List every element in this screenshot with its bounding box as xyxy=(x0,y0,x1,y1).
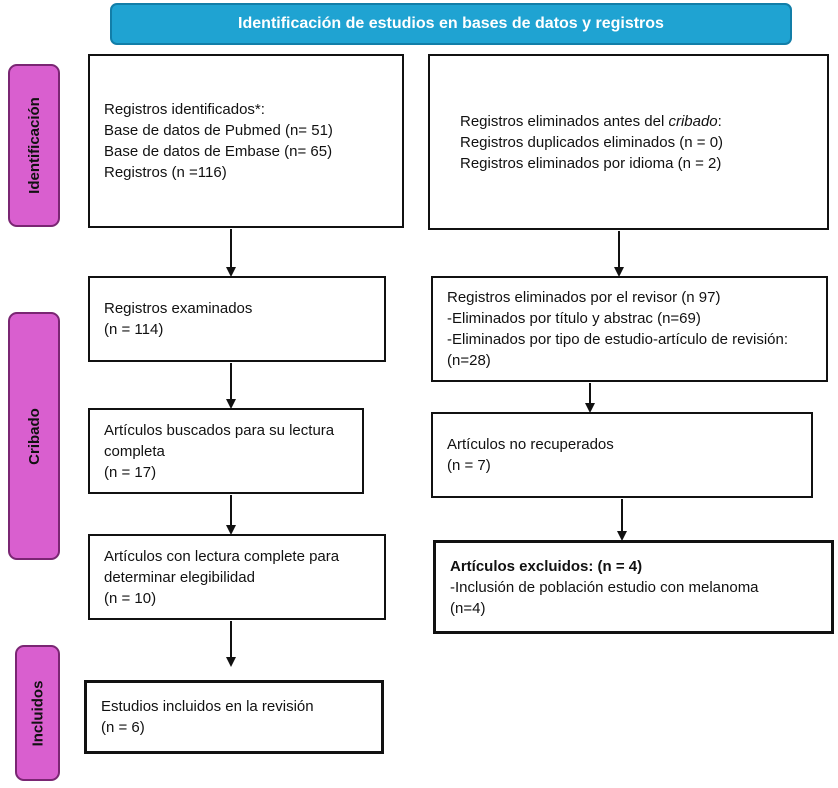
box-line: Registros eliminados antes del cribado: xyxy=(460,111,813,132)
box-articulos-lectura-completa: Artículos con lectura complete para dete… xyxy=(88,534,386,620)
box-line-italic: cribado xyxy=(668,112,718,130)
box-line: Registros (n =116) xyxy=(104,164,227,181)
box-registros-eliminados-revisor: Registros eliminados por el revisor (n 9… xyxy=(431,276,828,382)
box-title-count: : (n = 4) xyxy=(588,557,643,575)
box-line: -Eliminados por título y abstrac (n=69) xyxy=(447,310,701,327)
box-line: (n = 114) xyxy=(104,321,164,338)
box-line: (n = 6) xyxy=(101,719,145,736)
box-line: Registros identificados*: xyxy=(104,101,265,118)
phase-cribado: Cribado xyxy=(8,312,60,560)
box-articulos-buscados: Artículos buscados para su lectura compl… xyxy=(88,408,364,494)
box-line: (n = 7) xyxy=(447,457,491,474)
box-line: Base de datos de Embase (n= 65) xyxy=(104,143,333,160)
box-line-prefix: Registros eliminados antes del xyxy=(460,112,669,130)
box-registros-identificados: Registros identificados*: Base de datos … xyxy=(88,54,404,228)
box-estudios-incluidos: Estudios incluidos en la revisión (n = 6… xyxy=(84,680,384,754)
box-line: Artículos no recuperados xyxy=(447,436,614,453)
box-title-bold: Artículos excluidos xyxy=(450,557,589,575)
box-registros-eliminados-antes: Registros eliminados antes del cribado: … xyxy=(428,54,829,230)
box-registros-examinados: Registros examinados (n = 114) xyxy=(88,276,386,362)
box-line: (n = 10) xyxy=(104,589,157,607)
box-line: Registros eliminados por idioma (n = 2) xyxy=(460,154,722,172)
box-line: Artículos con lectura complete para dete… xyxy=(104,547,340,586)
box-line: Registros examinados xyxy=(104,300,253,317)
box-line: Registros eliminados por el revisor (n 9… xyxy=(447,289,721,306)
box-line-suffix: : xyxy=(717,112,722,130)
phase-incluidos: Incluidos xyxy=(15,645,60,781)
box-line: (n=4) xyxy=(450,599,486,617)
box-line: Base de datos de Pubmed (n= 51) xyxy=(104,122,333,139)
box-articulos-excluidos: Artículos excluidos: (n = 4) -Inclusión … xyxy=(433,540,834,634)
box-articulos-no-recuperados: Artículos no recuperados (n = 7) xyxy=(431,412,813,498)
box-line: Estudios incluidos en la revisión xyxy=(101,698,314,715)
diagram-title: Identificación de estudios en bases de d… xyxy=(110,3,792,45)
box-line: -Inclusión de población estudio con mela… xyxy=(450,578,759,596)
box-line: Artículos buscados para su lectura compl… xyxy=(104,421,335,460)
box-line: -Eliminados por tipo de estudio-artículo… xyxy=(447,331,789,369)
phase-identificacion: Identificación xyxy=(8,64,60,227)
box-line: Registros duplicados eliminados (n = 0) xyxy=(460,133,724,151)
diagram-title-text: Identificación de estudios en bases de d… xyxy=(238,15,664,32)
box-line: Artículos excluidos: (n = 4) xyxy=(450,556,817,577)
box-line: (n = 17) xyxy=(104,463,157,481)
